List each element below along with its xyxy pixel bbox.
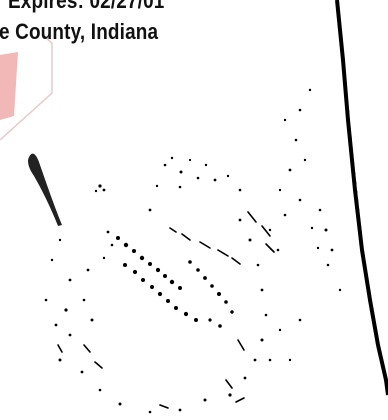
- swoosh-mark: [28, 153, 62, 226]
- faint-seal-dashes: [57, 211, 275, 409]
- page-edge-right: [335, 0, 388, 396]
- commission-expires-text: Expires: 02/27/01: [8, 0, 165, 13]
- county-indiana-text: e County, Indiana: [0, 19, 159, 44]
- faint-seal-speckles: [44, 88, 342, 414]
- notary-seal-fragment: [0, 37, 53, 141]
